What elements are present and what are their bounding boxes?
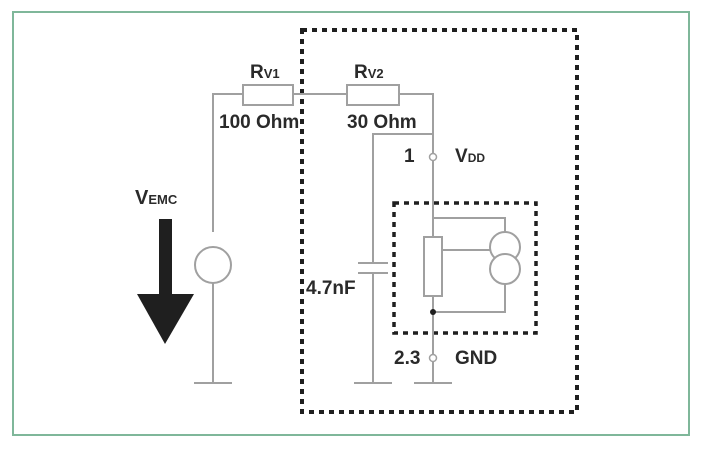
capacitor [358,262,388,274]
pin-vdd-label: VDD [455,146,485,167]
resistor-rv1 [242,84,294,106]
pin-gnd-label: GND [455,348,497,369]
rv1-label: RV1 [250,62,280,83]
rv2-label: RV2 [354,62,384,83]
pin-gnd-number: 2.3 [394,348,420,369]
current-source-icon [489,231,521,285]
diagram-frame [12,11,690,436]
pin-gnd-marker [428,353,438,363]
rv1-value: 100 Ohm [219,112,299,133]
sensor-resistor [423,236,443,297]
sensor-block-outline [392,201,538,335]
ac-source-icon [194,246,232,284]
resistor-rv2 [346,84,400,106]
capacitor-value: 4.7nF [306,278,356,299]
ic-outline [300,28,579,414]
pin-vdd-number: 1 [404,146,415,167]
emc-label: VEMC [135,187,178,209]
rv2-value: 30 Ohm [347,112,417,133]
junction-dot [430,309,436,315]
down-arrow-icon [137,219,194,344]
wiring [194,93,506,384]
pin-vdd-marker [428,152,438,162]
